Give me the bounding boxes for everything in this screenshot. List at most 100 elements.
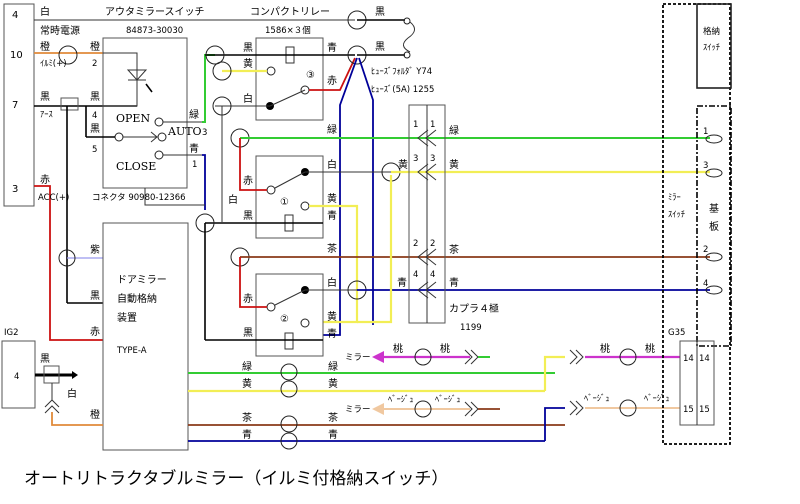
- coupler-color-label: 青: [449, 276, 459, 289]
- connector-part: コネクタ 90980-12366: [92, 193, 186, 203]
- harness-label: 茶: [242, 411, 252, 424]
- harness-label: 緑: [328, 360, 338, 373]
- relay-id: ③: [306, 70, 315, 81]
- relay2-nc-label: 赤: [243, 293, 253, 305]
- harness-label: 青: [328, 428, 338, 441]
- wire-note-ground: ｱｰｽ: [40, 110, 53, 120]
- left-connector: 4 10 7 3: [3, 3, 35, 207]
- ig2-wire-white: 白: [67, 387, 77, 400]
- board-pin: 4: [703, 279, 708, 289]
- board-terminal: [705, 252, 723, 262]
- relay3-com-label: 白: [243, 92, 253, 105]
- coupler-pin: 2: [413, 239, 418, 249]
- mirror-splice: [619, 399, 637, 417]
- position-open: OPEN: [116, 112, 150, 125]
- g35-pin: 14: [699, 354, 710, 364]
- door-mirror-unit: ドアミラー 自動格納 装置 TYPE-A 紫 黒 赤 橙: [90, 222, 189, 451]
- fuse-icon: [403, 21, 415, 53]
- relay1-nc-label: 赤: [243, 175, 253, 187]
- pin-4: 4: [92, 111, 97, 121]
- relay-green-label: 緑: [327, 123, 337, 136]
- fuse-label: ﾋｭｰｽﾞ(5A) 1255: [371, 85, 434, 95]
- harness-splice: [280, 363, 298, 381]
- coupler-pin: 3: [430, 154, 435, 164]
- ground-splice: [60, 97, 79, 111]
- ig2-pin: 4: [14, 372, 19, 382]
- wire-red-relay2: [239, 257, 267, 308]
- coupler-part-no: 1199: [460, 323, 482, 333]
- relay-2: ②: [255, 273, 324, 357]
- unit-wire-black: 黒: [90, 290, 100, 302]
- wire-blue-feed-b: [358, 57, 374, 325]
- wire-red-relay1: [239, 138, 267, 191]
- wire-yellow-relay1: [309, 204, 359, 324]
- wire-blue-feed-a: [323, 57, 358, 336]
- arrow-left-icon: [372, 351, 384, 363]
- relay-id: ②: [280, 314, 289, 325]
- wire-orange-ig2: [51, 412, 103, 426]
- mirror-splice: [414, 400, 432, 418]
- relay3-coil-in-label: 黒: [243, 42, 253, 54]
- g35-pin: 14: [683, 354, 694, 364]
- coupler-name: カプラ４極: [449, 302, 499, 315]
- led-icon: [126, 69, 148, 81]
- unit-wire-red: 赤: [90, 326, 100, 338]
- pin-2: 2: [92, 59, 97, 69]
- store-switch-box: [696, 3, 732, 89]
- pin-7: 7: [12, 100, 18, 111]
- arrow-left-icon: [372, 403, 384, 415]
- harness-splice: [280, 432, 298, 450]
- unit-wire-orange: 橙: [90, 408, 100, 421]
- mirror-wire-label: ﾍﾞｰｼﾞｭ: [388, 395, 414, 405]
- board-pin: 3: [703, 161, 708, 171]
- unit-wire-purple: 紫: [90, 244, 100, 256]
- wire-yellow-link: [357, 175, 393, 324]
- wire-note-acc: ACC(+): [38, 193, 69, 203]
- fuse-wire-label-bottom: 黒: [375, 41, 385, 53]
- ig2-connector: IG2 4 黒 白: [1, 328, 78, 414]
- connector-lead: [144, 188, 205, 206]
- unit-label-line: 装置: [117, 311, 137, 324]
- coupler-color-label: 緑: [449, 124, 459, 137]
- wire-red-acc: [34, 185, 103, 341]
- splice-ring: [205, 45, 225, 65]
- coupler-pin: 2: [430, 239, 435, 249]
- mirror-wire-label: 桃: [600, 342, 610, 355]
- relay1-com-label: 白: [327, 158, 337, 171]
- relay-3: ③: [255, 37, 324, 121]
- coupler-pin: 1: [413, 120, 418, 130]
- relay-part-no: 1586×３個: [265, 25, 311, 36]
- splice-ring: [58, 45, 78, 65]
- harness-label: 黄: [328, 377, 338, 390]
- wire-green-auto: [202, 54, 215, 123]
- unit-type: TYPE-A: [116, 346, 147, 356]
- unit-label-line: 自動格納: [117, 292, 157, 305]
- wire-note-illumi: ｲﾙﾐ(+): [40, 59, 67, 69]
- harness-label: 青: [242, 428, 252, 441]
- mirror-switch-label: ｽｲｯﾁ: [668, 210, 685, 220]
- outer-mirror-switch: アウタミラースイッチ 84873-30030 橙 2 黒 4 黒 5 OPEN …: [85, 6, 207, 203]
- store-switch-label: ｽｲｯﾁ: [703, 43, 720, 53]
- pin-3: 3: [12, 184, 18, 195]
- coupler-pin: 4: [430, 270, 435, 280]
- coupler-color-label: 黄: [449, 158, 459, 171]
- relay3-coil-out-label: 青: [327, 41, 337, 54]
- mirror-wire-label: 桃: [440, 342, 450, 355]
- diagram-title: オートリトラクタブルミラー（イルミ付格納スイッチ）: [24, 468, 448, 489]
- mirror-wire-label: ﾍﾞｰｼﾞｭ: [644, 394, 670, 404]
- board-label: 基: [709, 202, 719, 215]
- wire-blue-close: [202, 154, 206, 210]
- mirror-wire-label: 桃: [393, 342, 403, 355]
- board-terminal: [705, 134, 723, 144]
- relay-brown-label: 茶: [327, 242, 337, 255]
- position-auto: AUTO: [167, 125, 202, 138]
- store-switch-label: 格納: [703, 26, 720, 37]
- coupler-color-label: 黄: [398, 158, 408, 171]
- relay1-coil-out-label: 青: [327, 209, 337, 222]
- coupler-pin: 1: [430, 120, 435, 130]
- coupler-pin: 4: [413, 270, 418, 280]
- board-pin: 1: [703, 127, 708, 137]
- relay2-coil-in-label: 黒: [243, 327, 253, 339]
- wire-label-orange: 橙: [40, 40, 50, 53]
- harness-label: 黄: [242, 377, 252, 390]
